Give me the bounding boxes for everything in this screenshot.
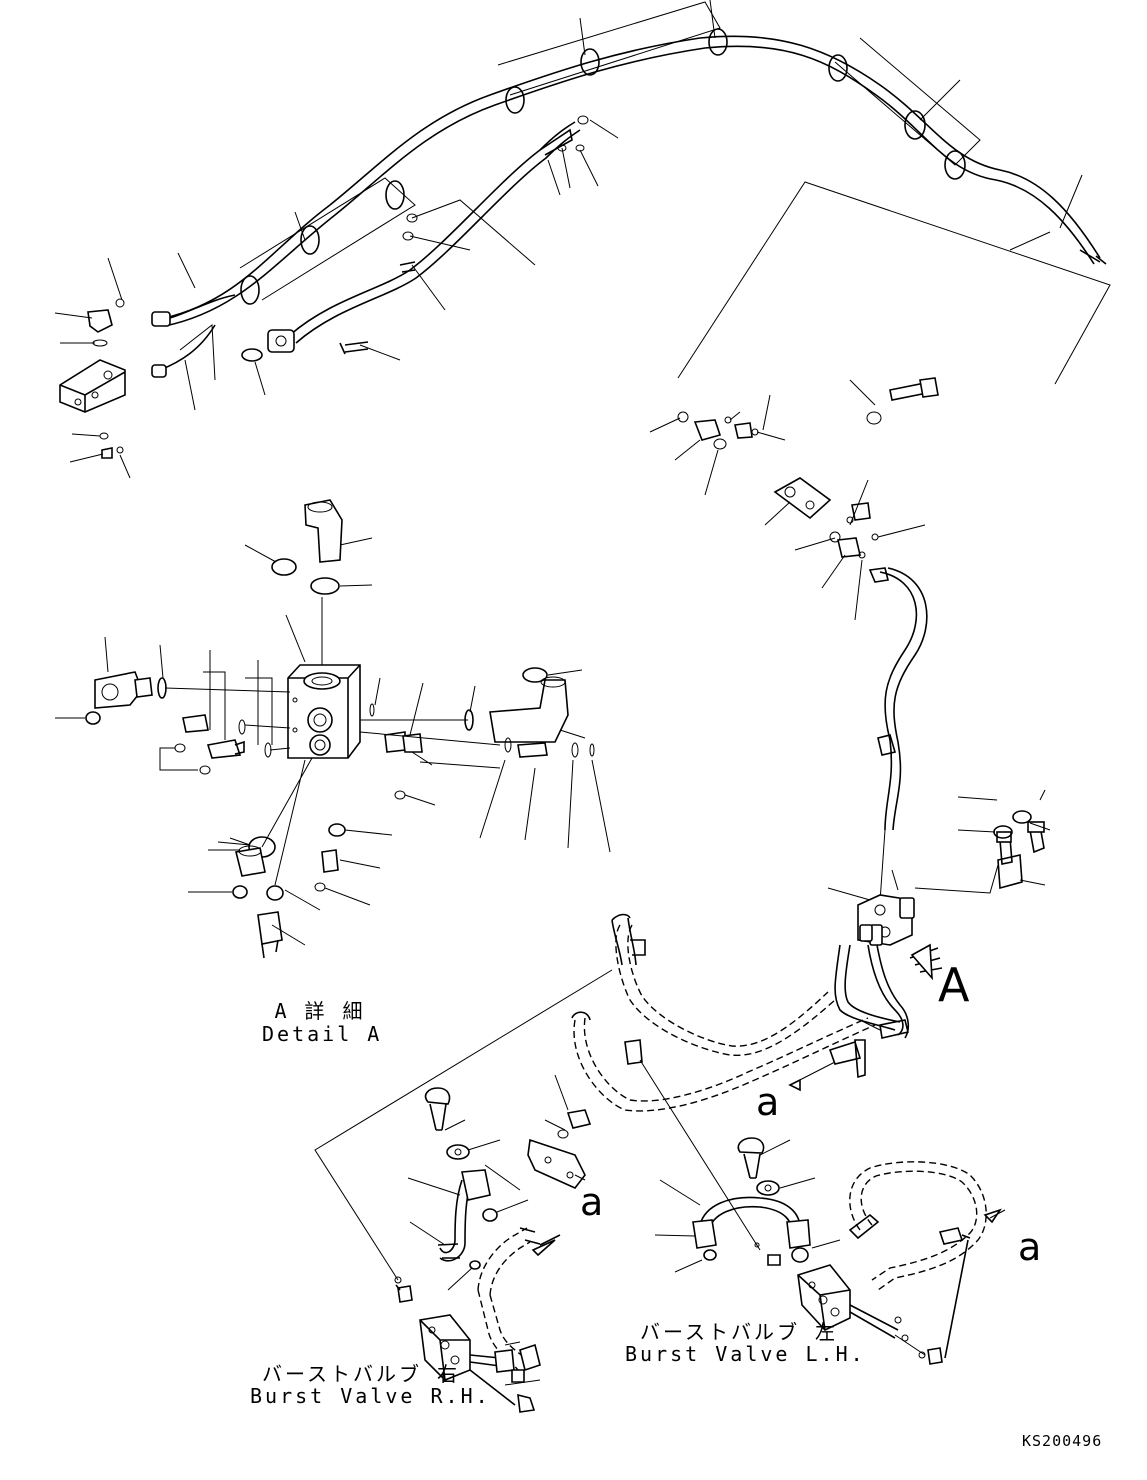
misc-marks [395,1284,401,1291]
ref-marker-a-left: a [580,1180,604,1224]
burst-valve-rh-label-jp: バーストバルブ 右 [262,1362,461,1386]
detail-a-label-jp: A 詳 細 [274,999,366,1023]
right-branch [649,181,1111,931]
burst-valve-rh-assembly [394,1074,592,1413]
ref-marker-a-right: a [1018,1225,1042,1269]
detail-a [55,499,611,959]
top-left-valve [54,0,1083,479]
burst-valve-lh-label-en: Burst Valve L.H. [625,1342,866,1366]
center-valve-block [314,789,1051,1281]
detail-a-label-en: Detail A [262,1022,383,1046]
burst-valve-lh-label-jp: バーストバルブ 左 [640,1320,839,1344]
top-pipe-route [151,1,1107,378]
ref-marker-a-center: a [756,1080,780,1124]
top-pipe-leaders [399,115,619,311]
burst-valve-lh-assembly [654,1137,1006,1365]
burst-valve-rh-label-en: Burst Valve R.H. [250,1384,491,1408]
view-marker-a: A [938,958,970,1012]
figure-code: KS200496 [1022,1432,1103,1450]
